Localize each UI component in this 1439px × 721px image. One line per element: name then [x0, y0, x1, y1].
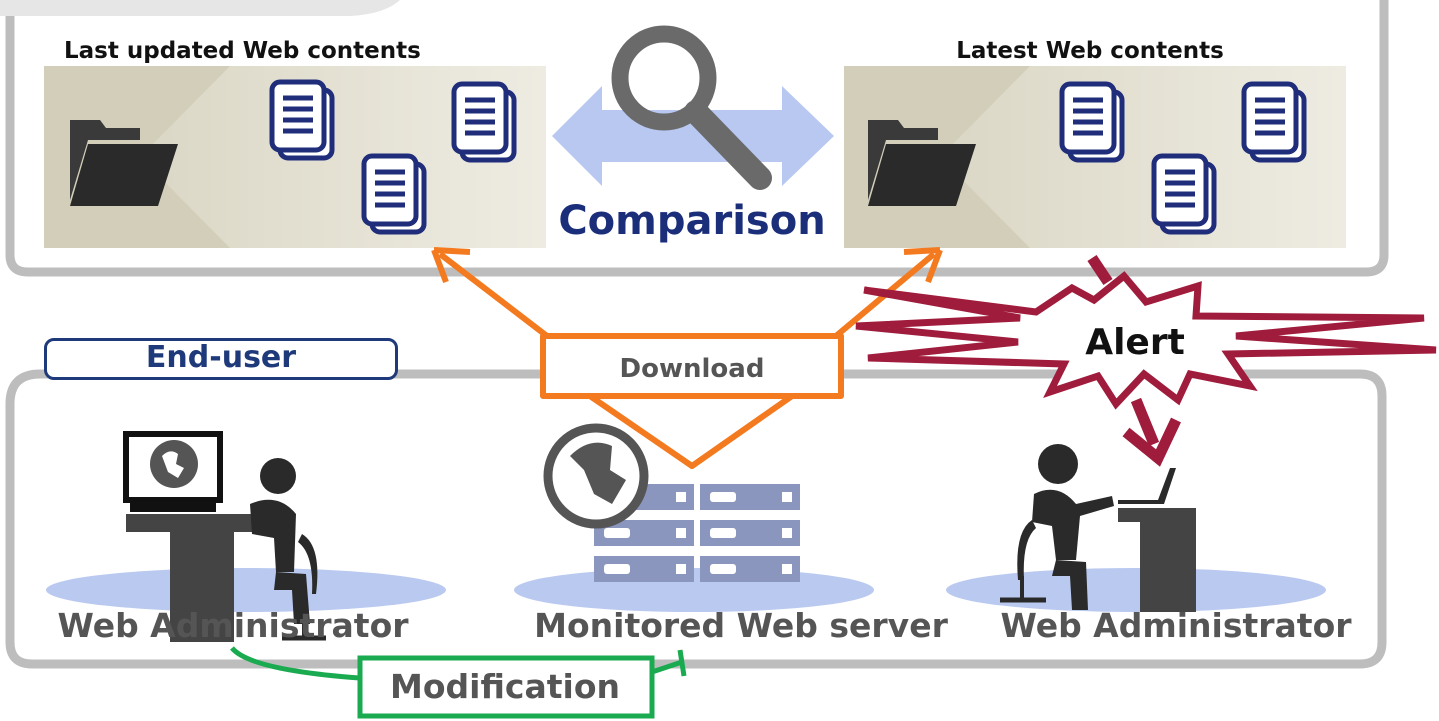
- document-icon: [1062, 84, 1122, 160]
- comparison-double-arrow: [552, 86, 834, 186]
- right-admin-label: Web Administrator: [1000, 606, 1352, 645]
- modification-label: Modification: [390, 667, 620, 706]
- alert-burst: [855, 271, 1437, 410]
- server-label: Monitored Web server: [534, 606, 948, 645]
- document-icon: [364, 156, 424, 232]
- document-icon: [272, 82, 332, 158]
- last-updated-contents-title: Last updated Web contents: [64, 38, 421, 64]
- alert-label: Alert: [1085, 322, 1185, 363]
- left-admin-floor: [46, 568, 446, 612]
- left-admin-person-icon: [126, 434, 326, 642]
- top-left-tab-shape: [0, 0, 400, 16]
- document-icon: [454, 84, 514, 160]
- download-arrows: [431, 247, 943, 469]
- bottom-panel-frame: [5, 369, 1387, 669]
- end-user-section-tag: [44, 338, 398, 380]
- latest-contents-title: Latest Web contents: [956, 38, 1224, 64]
- download-label: Download: [619, 354, 765, 384]
- last-updated-contents-box: [44, 66, 546, 248]
- top-panel-frame: [5, 0, 1389, 277]
- laptop-icon: [1118, 468, 1176, 504]
- end-user-label: End-user: [145, 340, 297, 375]
- modification-arrow: [230, 646, 687, 719]
- alert-arrows: [855, 254, 1437, 467]
- web-server-icon: [543, 423, 800, 582]
- desk: [1140, 522, 1196, 612]
- magnifier-icon: [611, 25, 772, 190]
- right-admin-person-icon: [1000, 444, 1196, 612]
- document-icon: [1154, 156, 1214, 232]
- left-admin-label: Web Administrator: [57, 606, 409, 645]
- latest-contents-box: [844, 66, 1346, 248]
- document-icon: [1244, 84, 1304, 160]
- comparison-label: Comparison: [558, 198, 826, 244]
